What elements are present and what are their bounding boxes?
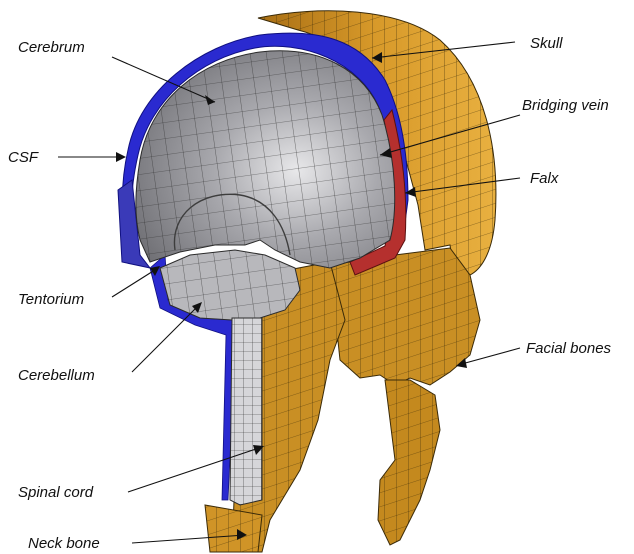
label-tentorium: Tentorium (18, 291, 84, 308)
label-neck-bone: Neck bone (28, 535, 100, 552)
label-cerebellum: Cerebellum (18, 367, 95, 384)
cerebellum-shape (160, 250, 300, 320)
leader-tentorium (112, 268, 158, 297)
label-falx: Falx (530, 170, 559, 187)
spinal-cord-shape (230, 318, 262, 505)
label-bridging-vein: Bridging vein (522, 97, 609, 114)
label-cerebrum: Cerebrum (18, 39, 85, 56)
facial-bones-shape (330, 248, 480, 545)
label-facial-bones: Facial bones (526, 340, 612, 357)
leader-cerebellum (132, 304, 200, 372)
label-csf: CSF (8, 149, 39, 166)
label-skull: Skull (530, 35, 563, 52)
arrow-csf (116, 152, 126, 162)
label-spinal-cord: Spinal cord (18, 484, 94, 501)
